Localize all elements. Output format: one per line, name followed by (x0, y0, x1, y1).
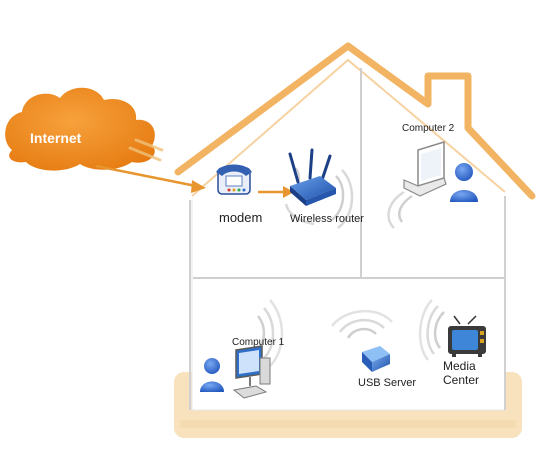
media-center-waves (418, 299, 445, 361)
phone-modem-icon (216, 164, 252, 195)
router-label: Wireless router (290, 213, 364, 225)
internet-label: Internet (30, 130, 82, 146)
desktop-computer-icon (232, 345, 271, 399)
usb-server-label: USB Server (358, 377, 417, 389)
person-icon (200, 358, 224, 392)
usb-server-waves (331, 309, 393, 339)
media-center-label-line1: Media (443, 359, 476, 373)
computer2-label: Computer 2 (402, 123, 455, 134)
tv-icon (448, 315, 486, 357)
internet-to-modem-arrow (95, 164, 206, 193)
modem-label: modem (219, 210, 263, 225)
person-icon (450, 163, 478, 202)
media-center-label: Media Center (443, 359, 480, 388)
computer1-label: Computer 1 (232, 337, 285, 348)
usb-server-icon (362, 346, 390, 372)
router-icon (284, 148, 354, 229)
computer2-waves (387, 190, 413, 229)
cloud-icon (5, 87, 164, 171)
laptop-icon (403, 140, 447, 197)
media-center-label-line2: Center (443, 372, 480, 387)
modem-to-router-arrow (258, 186, 294, 198)
